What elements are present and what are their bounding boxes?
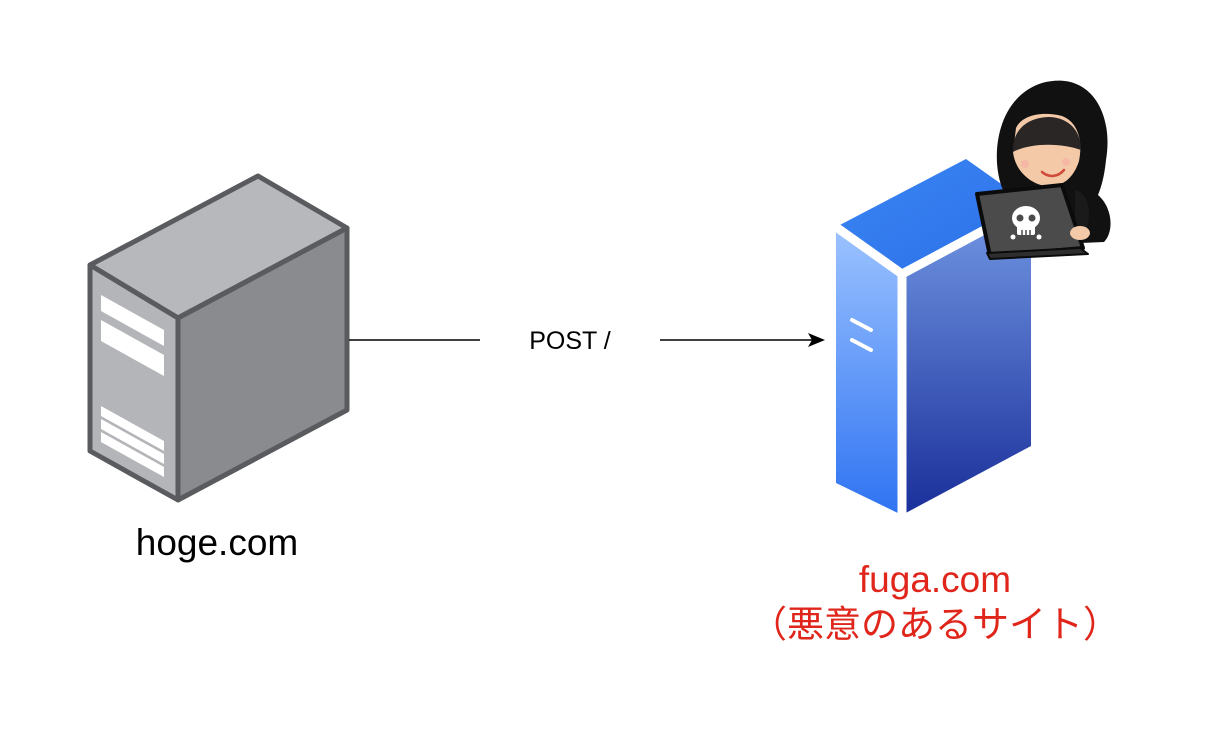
server-tower-icon	[87, 173, 350, 503]
hooded-hacker-icon	[975, 80, 1111, 260]
target-server-name: fuga.com	[858, 559, 1012, 600]
source-server-label: hoge.com	[135, 522, 299, 563]
target-server-label: fuga.com （悪意のあるサイト）	[700, 557, 1170, 647]
server-vent-slots	[850, 318, 873, 352]
target-server-note: （悪意のあるサイト）	[750, 604, 1120, 645]
skull-icon	[1010, 206, 1042, 240]
edge-label: POST /	[480, 327, 660, 356]
server-vent-slots	[101, 295, 164, 477]
